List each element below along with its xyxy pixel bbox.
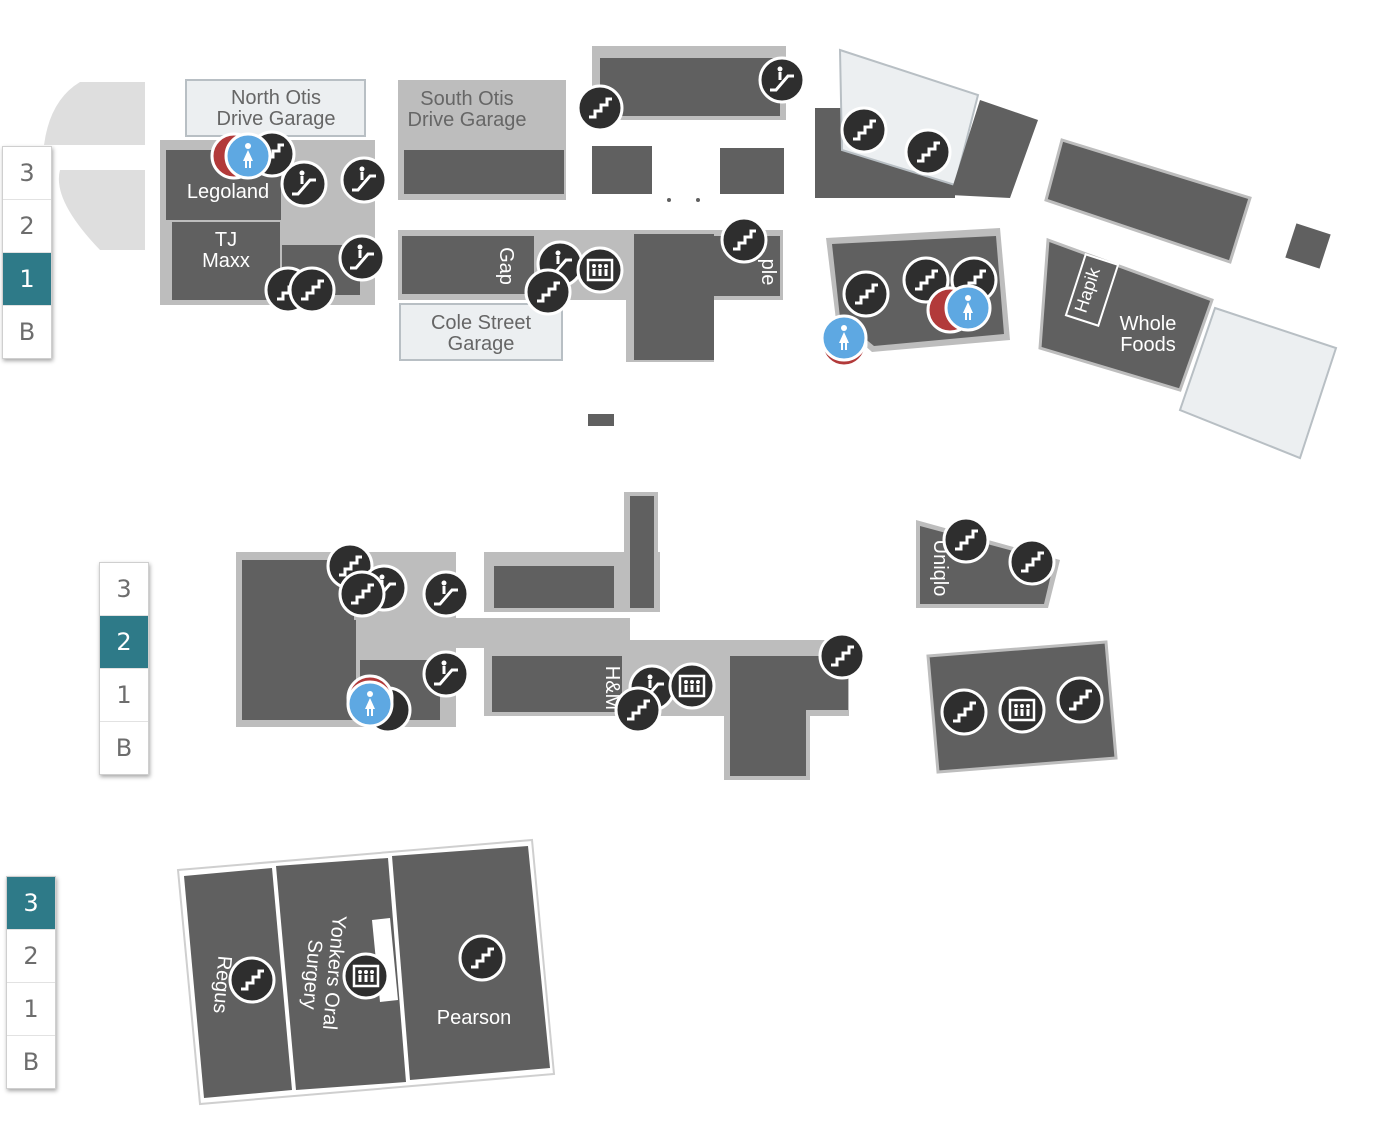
stairs-icon[interactable]	[904, 128, 952, 176]
level-3-map: Regus Yonkers Oral Surgery Pearson	[176, 838, 556, 1106]
label-whole-foods: Foods	[1120, 334, 1176, 356]
stairs-icon[interactable]	[842, 270, 890, 318]
floor-button-2[interactable]: 2	[7, 930, 55, 983]
label-south-otis: South Otis	[420, 88, 513, 110]
stairs-icon[interactable]	[614, 686, 662, 734]
floor-selector-level-3: 3 2 1 B	[6, 876, 56, 1089]
store-anchor[interactable]	[634, 234, 714, 360]
label-uniqlo: Uniqlo	[929, 540, 951, 597]
floor-button-b[interactable]: B	[115, 734, 133, 762]
escalator-icon[interactable]	[422, 650, 470, 698]
stairs-icon[interactable]	[818, 632, 866, 680]
label-pearson: Pearson	[437, 1007, 512, 1029]
label-tj-maxx: TJ	[215, 229, 237, 251]
floor-button-1[interactable]: 1	[7, 983, 55, 1036]
label-south-otis: Drive Garage	[408, 109, 527, 131]
elevator-icon[interactable]	[342, 952, 390, 1000]
store-row-east[interactable]	[1044, 138, 1252, 264]
stairs-icon[interactable]	[338, 570, 386, 618]
label-cole-street: Cole Street	[431, 312, 531, 334]
store-row-top[interactable]	[600, 58, 780, 116]
stairs-icon[interactable]	[524, 268, 572, 316]
stairs-icon[interactable]	[942, 516, 990, 564]
label-whole-foods: Whole	[1120, 313, 1177, 335]
floor-button-3[interactable]: 3	[100, 563, 148, 616]
stairs-icon[interactable]	[288, 266, 336, 314]
elevator-icon[interactable]	[576, 246, 624, 294]
floor-button-3[interactable]: 3	[3, 147, 51, 200]
floor-button-1[interactable]: 1	[100, 669, 148, 722]
store-anchor[interactable]	[242, 620, 356, 720]
store-unit[interactable]	[950, 100, 1038, 198]
cole-street-garage[interactable]	[399, 303, 563, 361]
stairs-icon[interactable]	[840, 106, 888, 154]
floor-button-2[interactable]: 2	[100, 616, 148, 669]
store-unit[interactable]	[402, 236, 488, 294]
floor-button-3[interactable]: 3	[7, 877, 55, 930]
escalator-icon[interactable]	[280, 160, 328, 208]
restroom-icon[interactable]	[346, 680, 394, 728]
level-2-map: Uniqlo H&M	[236, 492, 1118, 780]
floor-selector-level-2: 3 2 1 B	[99, 562, 149, 775]
floor-button-b[interactable]: B	[22, 1048, 40, 1076]
label-legoland: Legoland	[187, 181, 269, 203]
parking-area	[58, 170, 145, 250]
stairs-icon[interactable]	[576, 84, 624, 132]
escalator-icon[interactable]	[758, 56, 806, 104]
parking-area	[44, 82, 145, 145]
restroom-icon[interactable]	[944, 284, 992, 332]
store-anchor[interactable]	[730, 656, 806, 776]
store-unit[interactable]	[592, 146, 652, 194]
store-row[interactable]	[494, 566, 614, 608]
escalator-icon[interactable]	[338, 234, 386, 282]
store-unit[interactable]	[630, 496, 654, 608]
elevator-icon[interactable]	[998, 686, 1046, 734]
store-yonkers-oral-surgery[interactable]	[276, 858, 406, 1090]
store-row-south-otis[interactable]	[404, 150, 564, 194]
stairs-icon[interactable]	[1056, 676, 1104, 724]
stairs-icon[interactable]	[720, 216, 768, 264]
floor-button-2[interactable]: 2	[3, 200, 51, 253]
label-north-otis: North Otis	[231, 87, 321, 109]
label-apple: ple	[757, 259, 779, 286]
dot-marker	[696, 198, 700, 202]
label-cole-street: Garage	[448, 333, 515, 355]
label-north-otis: Drive Garage	[217, 108, 336, 130]
escalator-icon[interactable]	[340, 156, 388, 204]
stairs-icon[interactable]	[228, 956, 276, 1004]
stairs-icon[interactable]	[940, 688, 988, 736]
label-tj-maxx: Maxx	[202, 250, 250, 272]
north-otis-garage[interactable]	[185, 79, 366, 137]
escalator-icon[interactable]	[422, 570, 470, 618]
store-hapik[interactable]	[1064, 253, 1120, 327]
stairs-icon[interactable]	[1008, 538, 1056, 586]
kiosk[interactable]	[588, 414, 614, 426]
elevator-icon[interactable]	[668, 662, 716, 710]
restroom-icon[interactable]	[224, 132, 272, 180]
store-unit[interactable]	[720, 148, 784, 194]
kiosk[interactable]	[1285, 223, 1331, 269]
stairs-icon[interactable]	[458, 934, 506, 982]
floor-selector-level-1: 3 2 1 B	[2, 146, 52, 359]
floor-button-1[interactable]: 1	[3, 253, 51, 306]
store-tj-maxx[interactable]	[172, 222, 280, 300]
level-1-map: North Otis Drive Garage South Otis Drive…	[44, 46, 1338, 460]
floor-button-b[interactable]: B	[18, 318, 36, 346]
label-gap: Gap	[495, 247, 517, 285]
dot-marker	[667, 198, 671, 202]
garage-whole-foods[interactable]	[1178, 306, 1338, 460]
restroom-icon[interactable]	[820, 314, 868, 362]
